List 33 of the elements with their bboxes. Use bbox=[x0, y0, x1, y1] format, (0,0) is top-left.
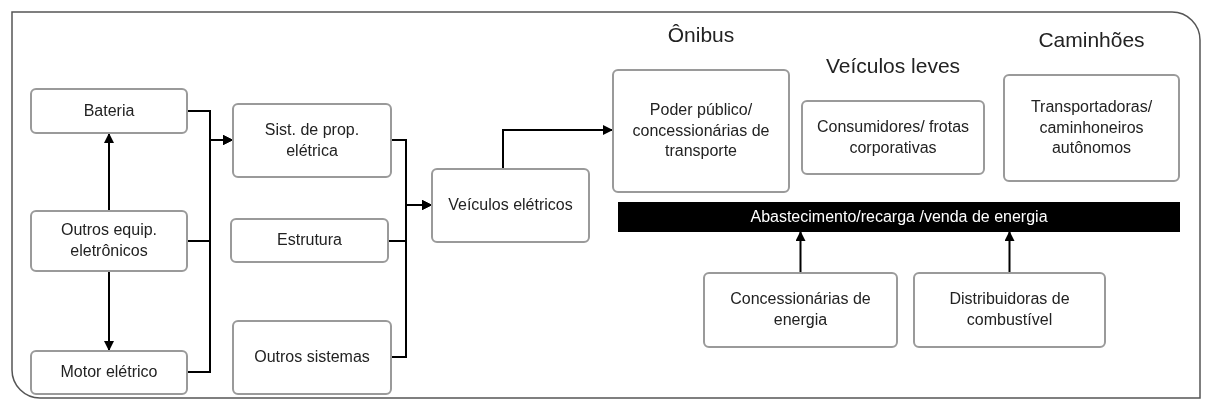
arrow bbox=[104, 133, 114, 211]
process-box bbox=[30, 350, 188, 395]
banner-bar bbox=[618, 202, 1180, 232]
column-heading: Veículos leves bbox=[824, 53, 962, 79]
arrow bbox=[187, 135, 233, 373]
node-label: Poder público/ concessionárias de transporte bbox=[631, 99, 771, 162]
process-box bbox=[230, 218, 389, 263]
node-label: Distribuidoras de combustível bbox=[948, 289, 1071, 330]
column-heading: Ônibus bbox=[666, 22, 736, 48]
arrow bbox=[502, 125, 613, 169]
process-box bbox=[30, 210, 188, 272]
process-box bbox=[913, 272, 1106, 348]
node-label: Veículos elétricos bbox=[448, 195, 573, 216]
arrow bbox=[1004, 231, 1015, 273]
process-box bbox=[232, 320, 392, 395]
arrow bbox=[391, 200, 432, 358]
node-label: Estrutura bbox=[277, 230, 342, 251]
node-label: Bateria bbox=[83, 100, 135, 121]
process-box bbox=[232, 103, 392, 178]
node-label: Outros equip. eletrônicos bbox=[59, 220, 159, 261]
process-box bbox=[30, 88, 188, 134]
node-label: Consumidores/ frotas corporativas bbox=[815, 116, 971, 158]
arrow bbox=[795, 231, 806, 273]
node-label: Sist. de prop. elétrica bbox=[263, 119, 361, 161]
process-box bbox=[703, 272, 898, 348]
node-label: Concessionárias de energia bbox=[729, 289, 872, 330]
node-label: Transportadoras/ caminhoneiros autônomos bbox=[1029, 96, 1154, 159]
column-heading: Caminhões bbox=[1037, 27, 1146, 53]
node-label: Outros sistemas bbox=[254, 347, 370, 368]
node-label: Abastecimento/recarga /venda de energia bbox=[750, 206, 1048, 227]
node-label: Motor elétrico bbox=[60, 362, 158, 383]
arrow bbox=[104, 271, 114, 351]
process-box bbox=[431, 168, 590, 243]
